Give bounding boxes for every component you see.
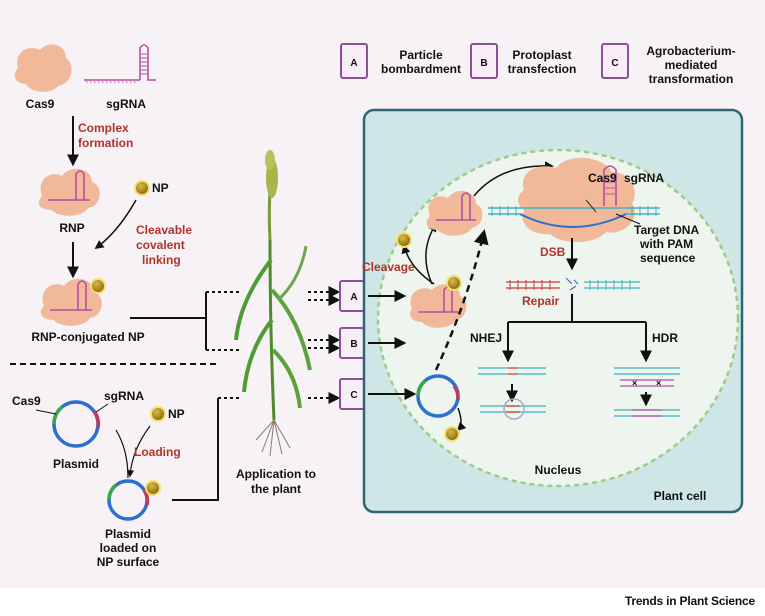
loading-curve [115,429,129,479]
plasmid-np-label: NP [168,407,185,421]
rnp-np-label: RNP-conjugated NP [31,330,144,344]
legend-item-b: B Protoplast transfection [470,43,577,79]
rnp-np-in-cell-icon [410,275,467,328]
legend-key-a: A [350,58,357,69]
loaded-label-1: Plasmid [105,527,151,541]
target-pointer [615,213,641,225]
hdr-label: HDR [652,331,678,345]
repair-label: Repair [522,294,560,308]
cleavage-label: Cleavage [362,260,415,274]
dsb-label: DSB [540,245,566,259]
nhej-label: NHEJ [470,331,502,345]
target-label-3: sequence [640,251,696,265]
to-target-arrow [473,161,554,197]
complex-formation-label-2: formation [78,136,133,150]
plasmid-in-cell-icon [416,374,460,418]
sgrna-label: sgRNA [106,97,146,111]
application-label-2: the plant [251,482,301,496]
plasmid-branch: Cas9 sgRNA Plasmid NP Loading Plasmid [12,389,185,569]
free-rnp-icon [426,190,483,236]
cas9-target-dna-icon [488,157,660,242]
legend-label-b-1: Protoplast [512,48,571,62]
plant-cell-label: Plant cell [654,489,707,503]
rnp-label: RNP [59,221,84,235]
nucleus-label: Nucleus [535,463,582,477]
cas9-label: Cas9 [26,97,55,111]
complex-formation-label-1: Complex [78,121,129,135]
plasmid-sgrna-label: sgRNA [104,389,144,403]
cleavable-label-3: linking [142,253,181,267]
legend-key-c: C [611,58,618,69]
svg-text:×: × [656,378,661,388]
legend-label-c-3: transformation [649,72,734,86]
svg-text:×: × [632,378,637,388]
plasmid-released-np-icon [444,426,460,442]
journal-footer: Trends in Plant Science [624,594,755,608]
target-label-1: Target DNA [634,223,699,237]
np-release-arrow [401,244,435,285]
cleavable-label-2: covalent [136,238,185,252]
plasmid-np-icon [150,406,166,422]
plasmid-np-complex-icon [107,479,161,521]
loading-label: Loading [134,445,181,459]
entry-arrows [368,290,417,400]
method-box-c-label: C [350,390,357,401]
plasmid-label: Plasmid [53,457,99,471]
method-box-a-label: A [350,292,357,303]
legend-label-a-1: Particle [399,48,443,62]
rnp-np-icon [40,278,106,326]
cleavable-label-1: Cleavable [136,223,192,237]
legend-label-a-2: bombardment [381,62,461,76]
cas9-cell-label: Cas9 [588,171,617,185]
legend-label-c-1: Agrobacterium- [646,44,735,58]
plasmid-icon [52,400,101,448]
plasmid-cas9-label: Cas9 [12,394,41,408]
released-np-icon [396,232,412,248]
legend-item-c: C Agrobacterium- mediated transformation [601,43,736,86]
method-box-b-label: B [350,339,357,350]
nanoparticle-icon [134,180,150,196]
legend-label-c-2: mediated [665,58,718,72]
wheat-plant-icon [234,150,312,457]
rnp-complex-icon [38,168,100,216]
legend-item-a: A Particle bombardment [340,43,461,79]
method-boxes: A B C [339,280,369,410]
sgrna-cell-label: sgRNA [624,171,664,185]
hdr-dna-icon: × × [614,367,680,417]
legend-label-b-2: transfection [508,62,577,76]
loaded-label-3: NP surface [97,555,160,569]
plasmid-np-release-arrow [456,407,467,432]
connectors [130,286,341,501]
application-label-1: Application to [236,467,316,481]
legend: A Particle bombardment B Protoplast tran… [340,43,736,86]
crispr-np-diagram: A Particle bombardment B Protoplast tran… [10,43,744,569]
loaded-label-2: loaded on [100,541,157,555]
rnp-branch: Cas9 sgRNA Complex formation RNP NP Clea… [14,44,192,344]
nhej-dna-icon [478,367,546,420]
linking-arrow [94,199,137,250]
target-label-2: with PAM [639,237,693,251]
loading-arrow [126,425,151,478]
sgrna-icon [84,44,156,83]
expression-arrow [434,229,489,371]
np-label: NP [152,181,169,195]
cas9-protein-icon [14,44,72,92]
broken-dna-icon [506,277,640,291]
legend-key-b: B [480,58,487,69]
